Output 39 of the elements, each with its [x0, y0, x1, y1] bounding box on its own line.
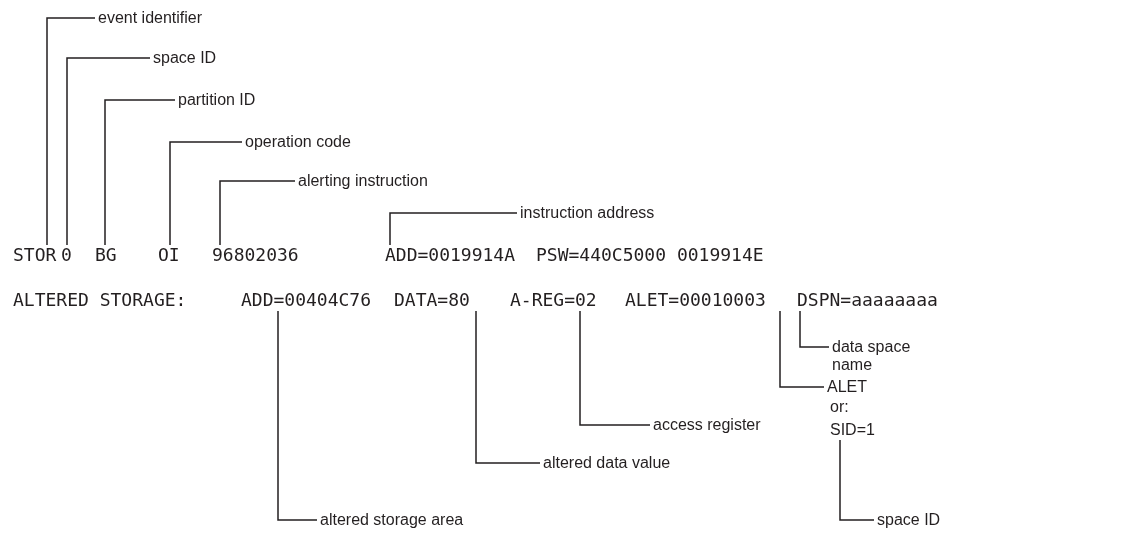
leader-line: [839, 439, 875, 521]
leader-line: [46, 17, 96, 246]
trace-field: OI: [158, 245, 180, 265]
leader-line: [66, 57, 151, 246]
callout-label: event identifier: [98, 9, 203, 27]
trace-field: DATA=80: [394, 290, 470, 310]
leader-line: [277, 310, 318, 521]
callout-label: access register: [653, 416, 761, 434]
trace-field: ADD=00404C76: [241, 290, 372, 310]
callout-label: space ID: [877, 511, 941, 529]
callout-label: instruction address: [520, 204, 655, 222]
note-text: or:: [830, 398, 849, 416]
trace-field: BG: [95, 245, 117, 265]
callout-label: partition ID: [178, 91, 256, 109]
leader-line: [389, 212, 518, 246]
trace-field: 96802036: [212, 245, 299, 265]
trace-field: ALET=00010003: [625, 290, 766, 310]
callout-label: alerting instruction: [298, 172, 428, 190]
trace-field: SID=1: [830, 421, 875, 439]
trace-field: STOR: [13, 245, 57, 265]
trace-field: ADD=0019914A: [385, 245, 516, 265]
callout-label: data space name: [832, 338, 922, 374]
callout-label: operation code: [245, 133, 351, 151]
leader-line: [779, 310, 825, 388]
leader-line: [475, 310, 541, 464]
leader-line: [104, 99, 176, 246]
trace-field: DSPN=aaaaaaaa: [797, 290, 938, 310]
callout-label: ALET: [827, 378, 867, 396]
callout-label: space ID: [153, 49, 217, 67]
callout-label: altered data value: [543, 454, 671, 472]
trace-field: PSW=440C5000 0019914E: [536, 245, 764, 265]
trace-field: 0: [61, 245, 72, 265]
leader-line: [579, 310, 651, 426]
leader-line: [169, 141, 243, 246]
leader-line: [799, 310, 830, 348]
record-heading: ALTERED STORAGE:: [13, 290, 187, 310]
trace-field: A-REG=02: [510, 290, 597, 310]
callout-label: altered storage area: [320, 511, 464, 529]
leader-line: [219, 180, 296, 246]
